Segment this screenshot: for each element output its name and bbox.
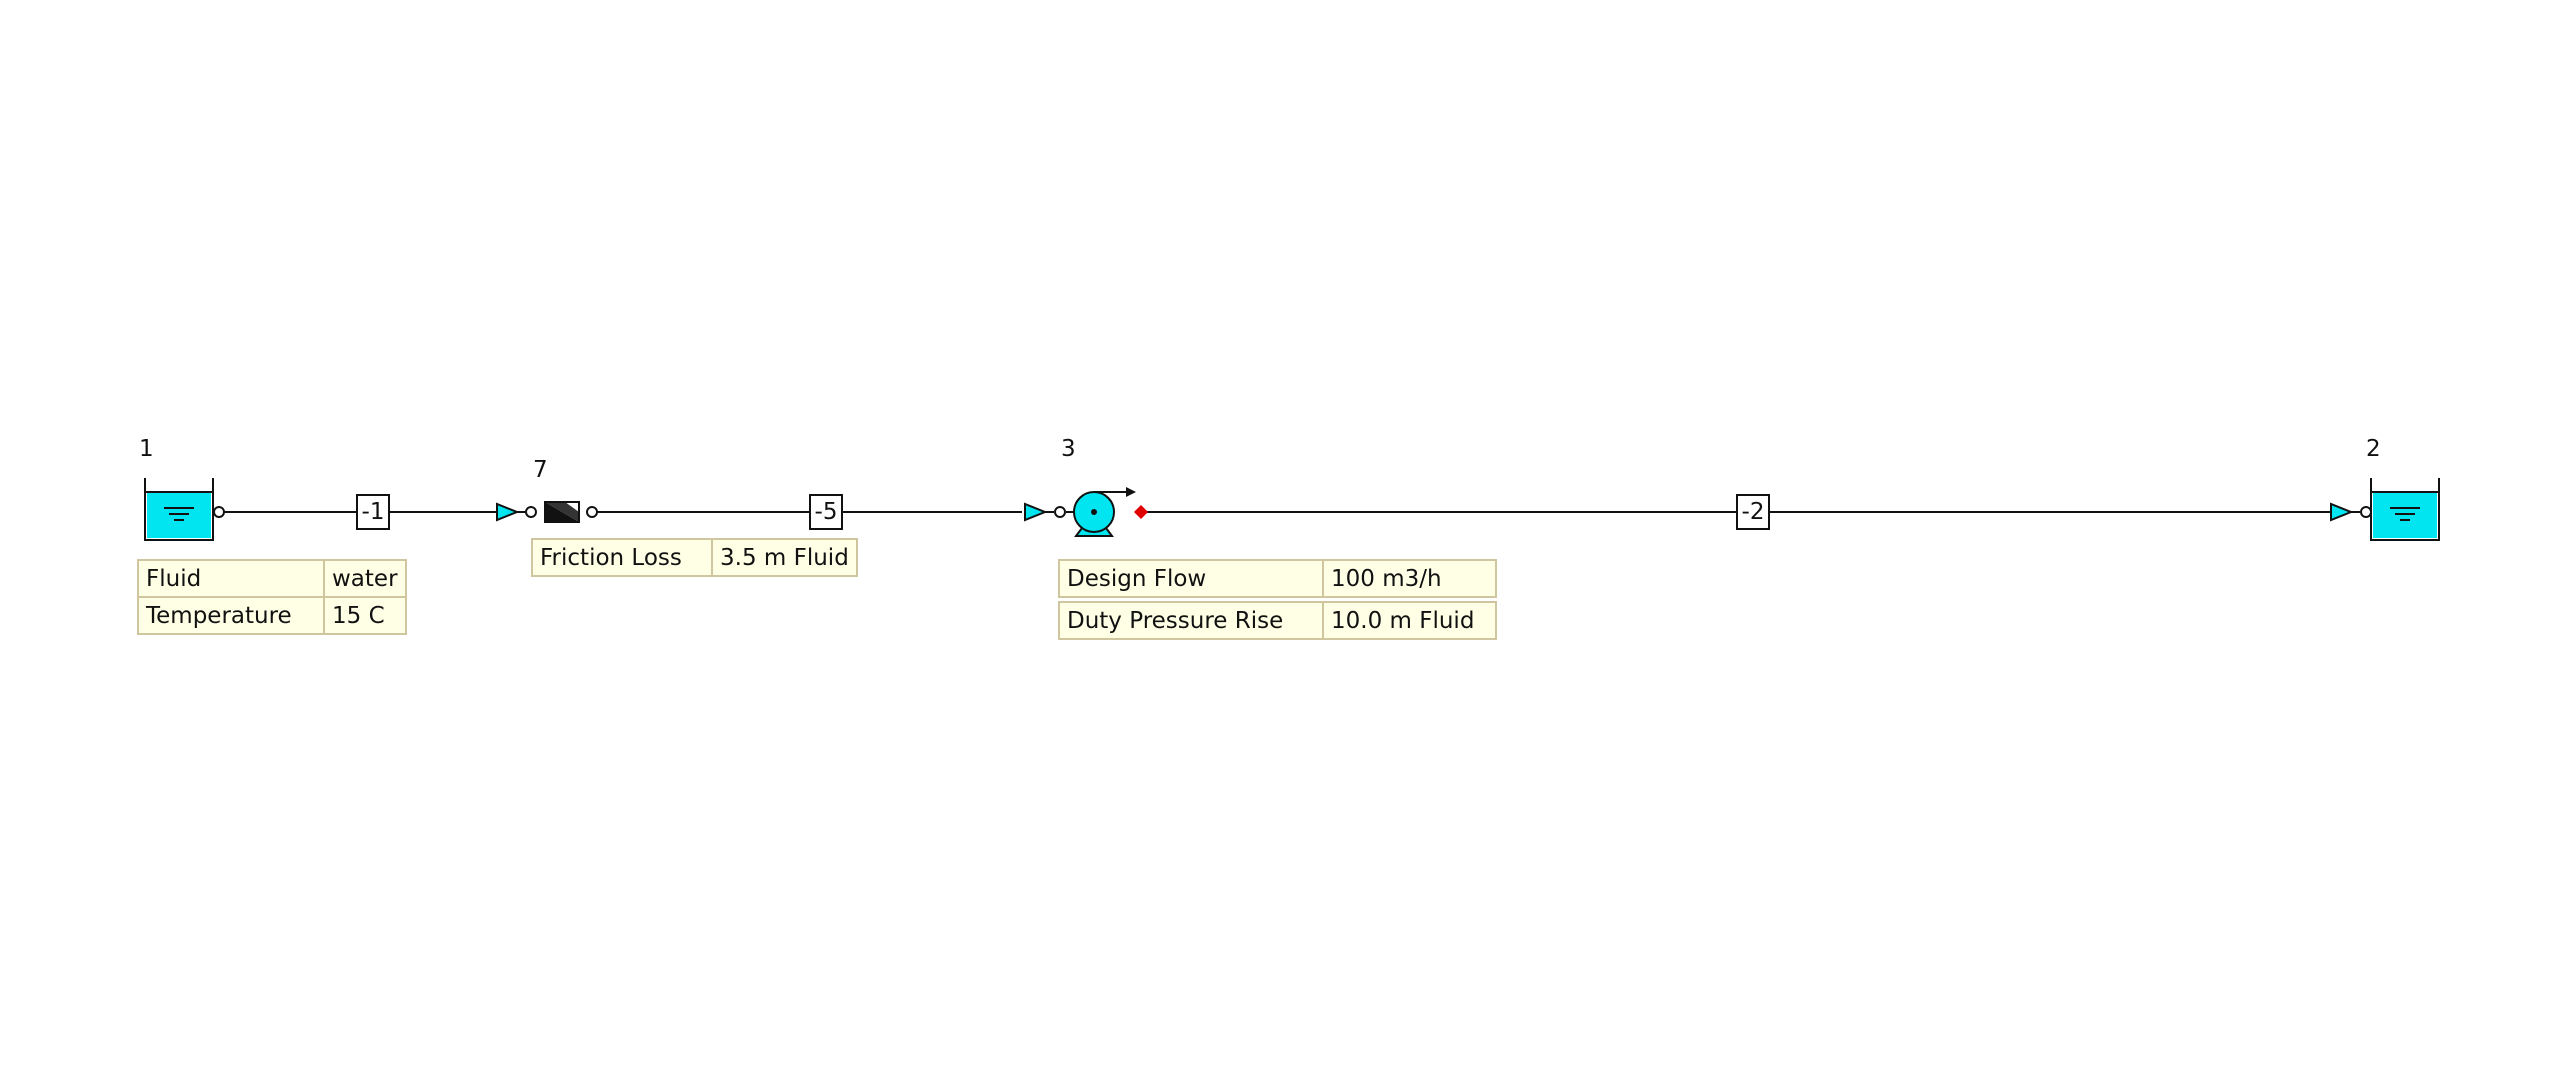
table-row: Duty Pressure Rise 10.0 m Fluid: [1058, 601, 1497, 640]
pump-duty-pressure-table: Duty Pressure Rise 10.0 m Fluid: [1058, 601, 1497, 640]
design-flow-key: Design Flow: [1058, 559, 1324, 598]
fluid-key: Fluid: [137, 559, 325, 598]
friction-loss-key: Friction Loss: [531, 538, 713, 577]
temperature-key: Temperature: [137, 596, 325, 635]
pump-design-flow-table: Design Flow 100 m3/h: [1058, 559, 1497, 598]
reservoir-2-icon[interactable]: [2370, 478, 2440, 541]
flow-arrow-icon: [1024, 502, 1054, 522]
component-7-label: 7: [533, 457, 548, 483]
fluid-properties-table: Fluid water Temperature 15 C: [137, 559, 407, 635]
reservoir-1-connector: [213, 506, 225, 518]
component-7-inlet-connector: [525, 506, 537, 518]
flow-arrow-icon: [496, 502, 525, 522]
duty-pressure-rise-key: Duty Pressure Rise: [1058, 601, 1324, 640]
pump-icon[interactable]: [1066, 487, 1136, 537]
table-row: Fluid water: [137, 559, 407, 598]
temperature-value: 15 C: [323, 596, 407, 635]
table-row: Friction Loss 3.5 m Fluid: [531, 538, 858, 577]
reservoir-1-icon[interactable]: [144, 478, 214, 541]
fluid-value: water: [323, 559, 407, 598]
friction-loss-value: 3.5 m Fluid: [711, 538, 858, 577]
table-row: Design Flow 100 m3/h: [1058, 559, 1497, 598]
component-7-outlet-connector: [586, 506, 598, 518]
flow-arrow-icon: [2330, 502, 2360, 522]
reservoir-2-connector: [2360, 506, 2372, 518]
pipe-2-tag[interactable]: -2: [1736, 494, 1770, 530]
pump-3-outlet-marker: [1134, 505, 1148, 519]
design-flow-value: 100 m3/h: [1322, 559, 1497, 598]
friction-loss-table: Friction Loss 3.5 m Fluid: [531, 538, 858, 577]
pump-3-inlet-connector: [1054, 506, 1066, 518]
pump-3-label: 3: [1061, 436, 1076, 462]
reservoir-2-label: 2: [2366, 436, 2381, 462]
duty-pressure-rise-value: 10.0 m Fluid: [1322, 601, 1497, 640]
friction-loss-icon[interactable]: [544, 501, 580, 523]
table-row: Temperature 15 C: [137, 596, 407, 635]
reservoir-1-label: 1: [139, 436, 154, 462]
pipe-1-tag[interactable]: -1: [356, 494, 390, 530]
pipe-5-tag[interactable]: -5: [809, 494, 843, 530]
